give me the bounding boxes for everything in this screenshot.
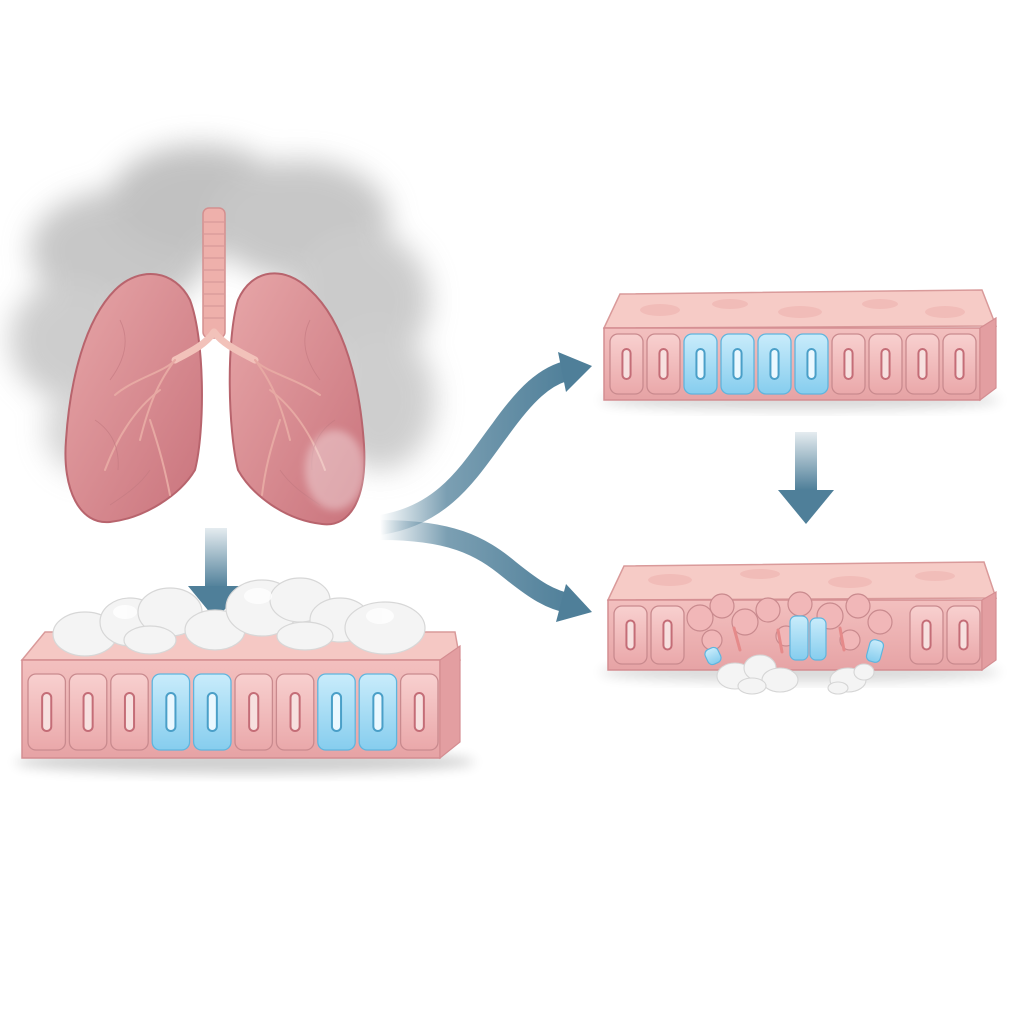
arrow-curved-down-to-damaged	[379, 520, 592, 622]
cell-nucleus	[658, 348, 669, 380]
lungs-icon	[64, 207, 366, 526]
cell-nucleus	[769, 348, 780, 380]
disrupted-cells	[686, 591, 893, 666]
particle-deposits	[52, 577, 426, 657]
cell-nucleus	[621, 348, 632, 380]
cell-nucleus	[413, 692, 425, 732]
cell-nucleus	[123, 692, 136, 732]
intact-epithelium-icon	[600, 289, 1000, 410]
cell-nucleus	[732, 348, 743, 380]
cell-nucleus	[289, 692, 301, 732]
epithelium-with-particles-icon	[15, 577, 475, 774]
cell-nucleus	[662, 619, 673, 651]
cell-nucleus	[625, 619, 636, 651]
cell-nucleus	[958, 619, 969, 651]
cell-row-intact	[609, 333, 977, 395]
damaged-epithelium-icon	[600, 561, 1000, 695]
cell-nucleus	[248, 692, 260, 732]
cell-nucleus	[921, 619, 932, 651]
cell-nucleus	[695, 348, 706, 380]
cell-nucleus	[165, 692, 177, 732]
cell-row-damaged	[613, 605, 981, 665]
arrow-curved-up-to-intact	[378, 352, 592, 535]
cell-row-left	[27, 673, 439, 751]
particle-debris	[716, 654, 875, 695]
cell-nucleus	[806, 348, 817, 380]
cell-nucleus	[917, 348, 928, 380]
cell-nucleus	[82, 692, 94, 732]
cell-nucleus	[843, 348, 854, 380]
cell-nucleus	[330, 692, 343, 732]
cell-nucleus	[954, 348, 965, 380]
arrow-down-intact-to-damaged	[778, 432, 834, 524]
cell-nucleus	[880, 348, 891, 380]
cell-nucleus	[206, 692, 218, 732]
cell-nucleus	[372, 692, 384, 732]
cell-nucleus	[41, 692, 53, 732]
